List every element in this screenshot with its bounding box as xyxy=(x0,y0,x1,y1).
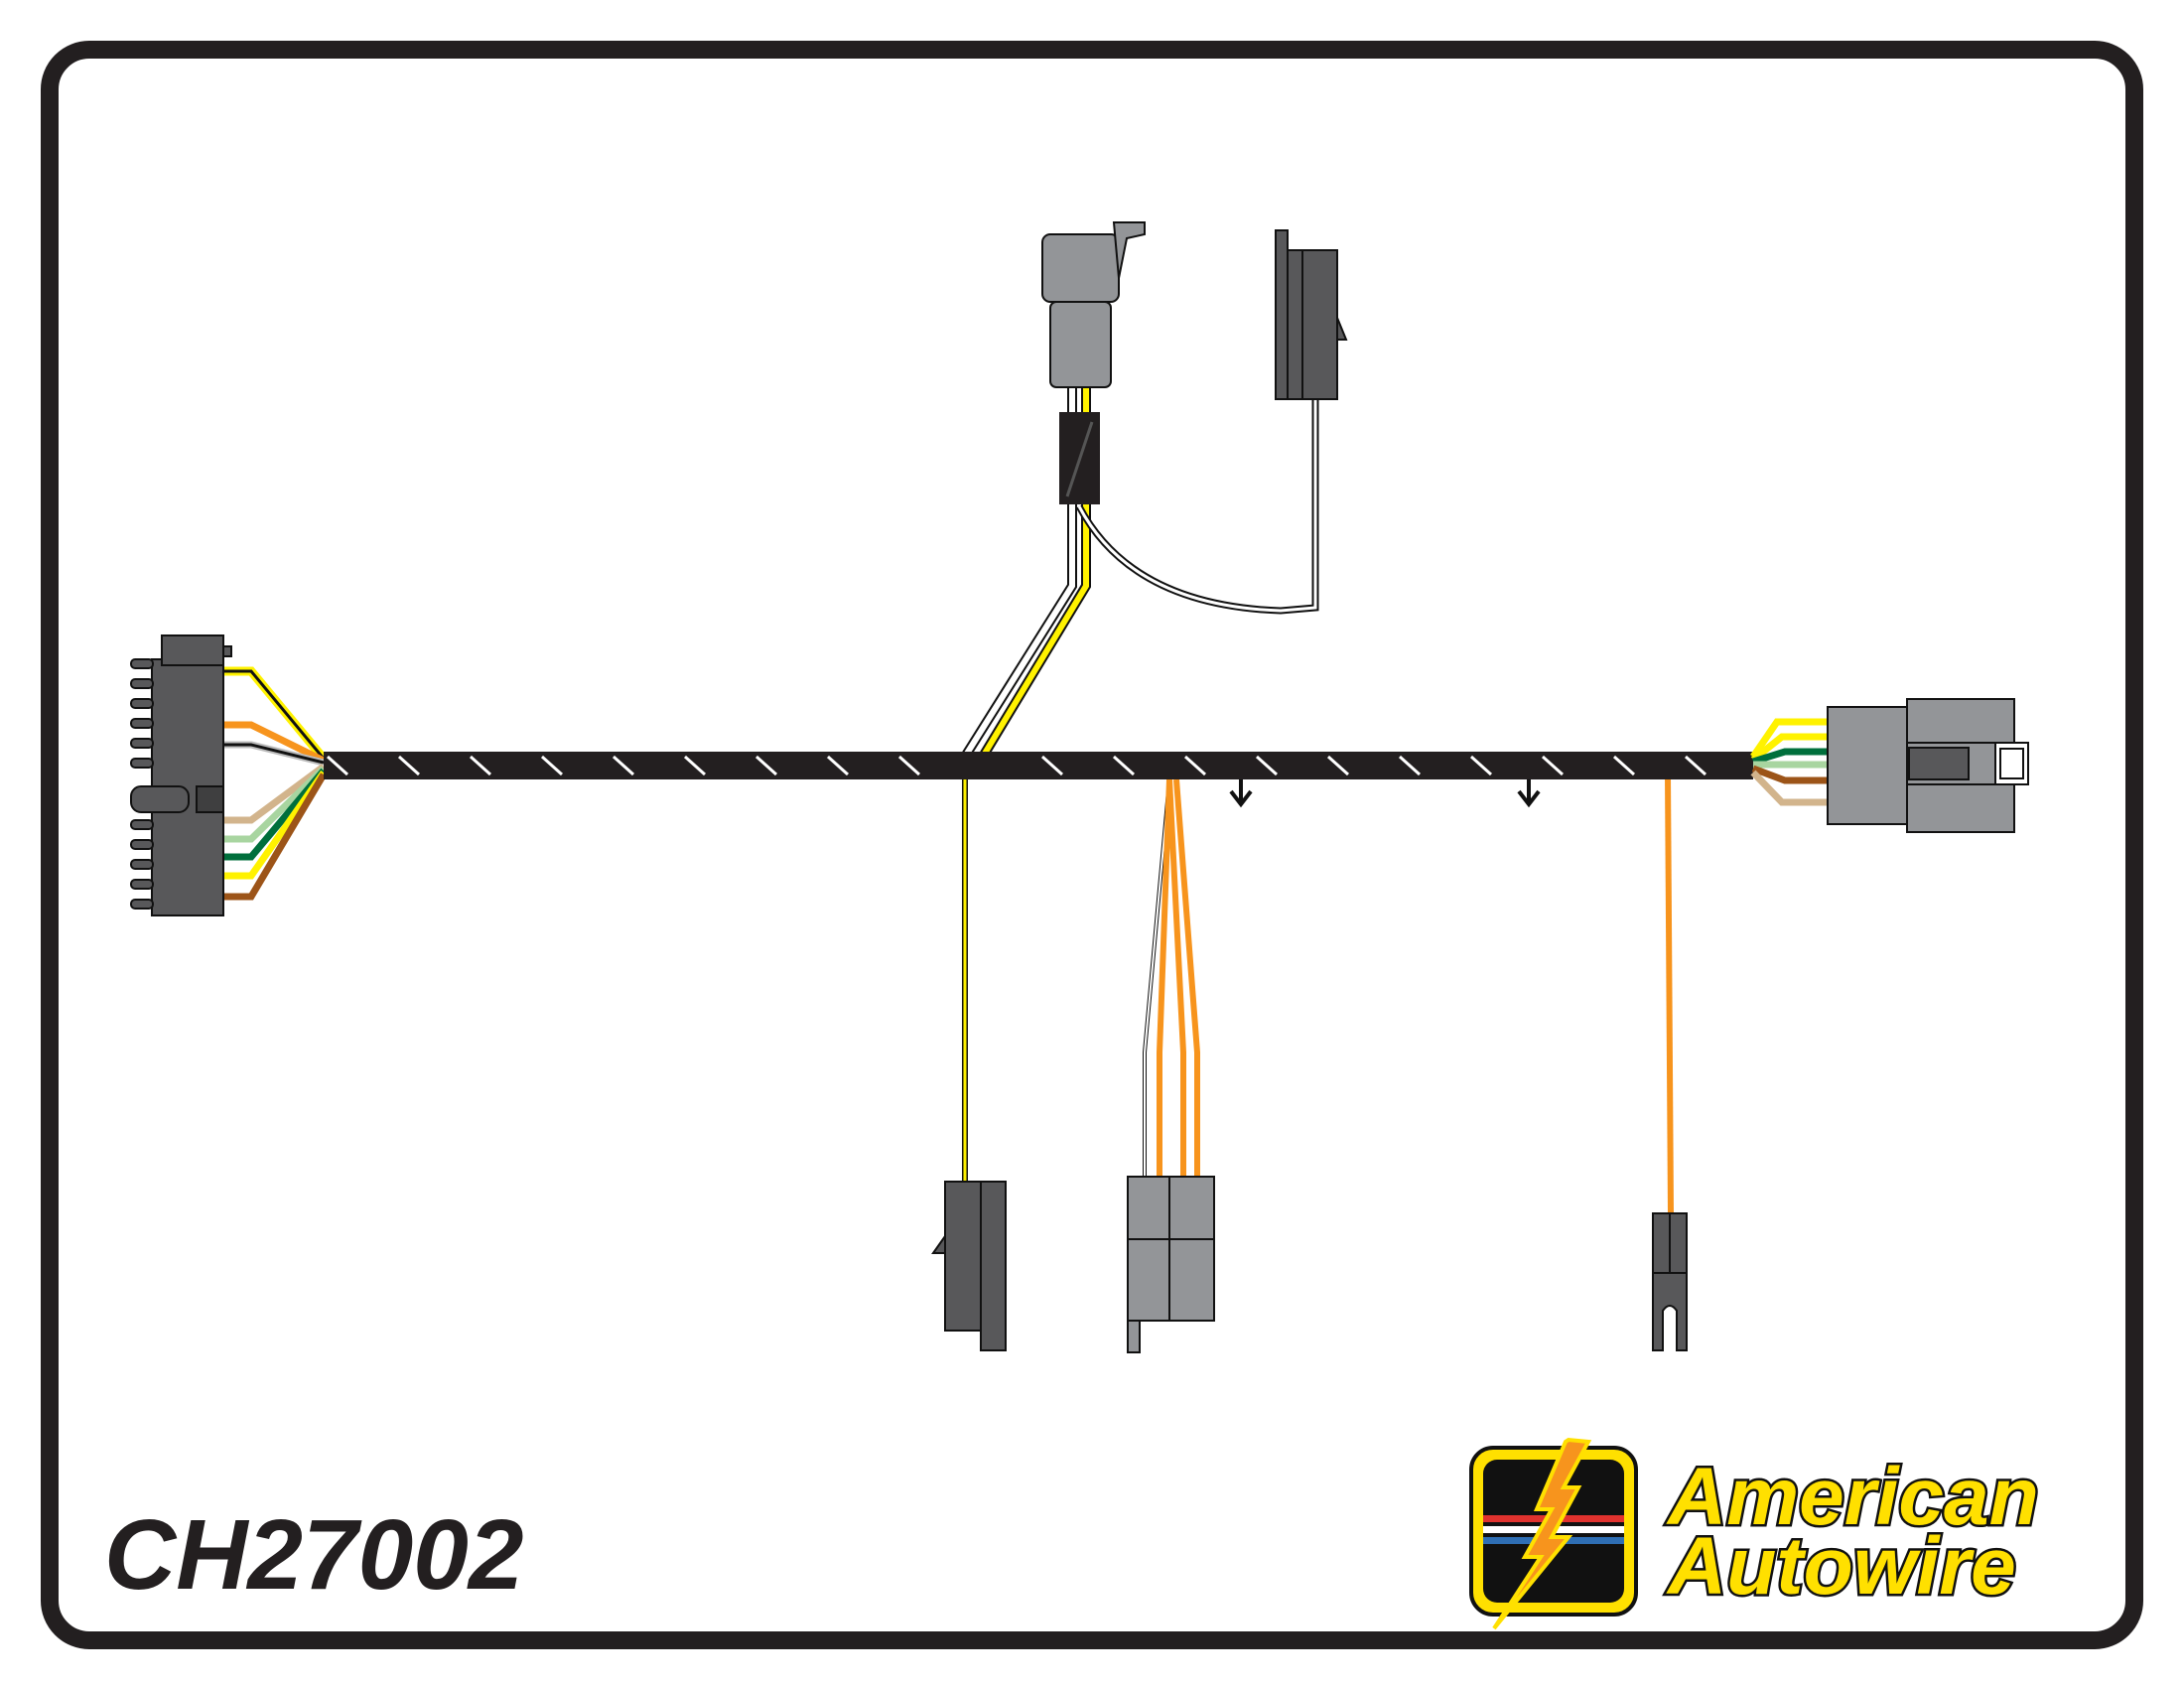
heat-shrink-sleeve xyxy=(1059,412,1100,504)
bottom-gray-connector xyxy=(1127,1176,1215,1353)
american-autowire-logo: American Autowire xyxy=(1469,1437,2041,1630)
clip-arrow-icon xyxy=(1229,779,1541,808)
bottom-dark-connector xyxy=(931,1181,1007,1351)
right-gray-connector xyxy=(1827,698,2029,833)
drop-wires xyxy=(962,773,1674,1214)
logo-line1: American xyxy=(1666,1452,2039,1542)
bottom-terminal-connector xyxy=(1652,1212,1688,1351)
top-dark-connector xyxy=(1275,229,1348,400)
left-main-connector xyxy=(130,634,232,916)
frame-border xyxy=(41,41,2143,1649)
part-number: CH27002 xyxy=(104,1499,524,1611)
lightning-bolt-icon xyxy=(1492,1437,1592,1630)
left-connector-wires xyxy=(223,666,328,901)
top-gray-connector xyxy=(1041,221,1146,388)
main-harness xyxy=(324,752,1753,779)
right-connector-wires xyxy=(1750,718,1828,806)
logo-line2: Autowire xyxy=(1666,1521,2016,1612)
